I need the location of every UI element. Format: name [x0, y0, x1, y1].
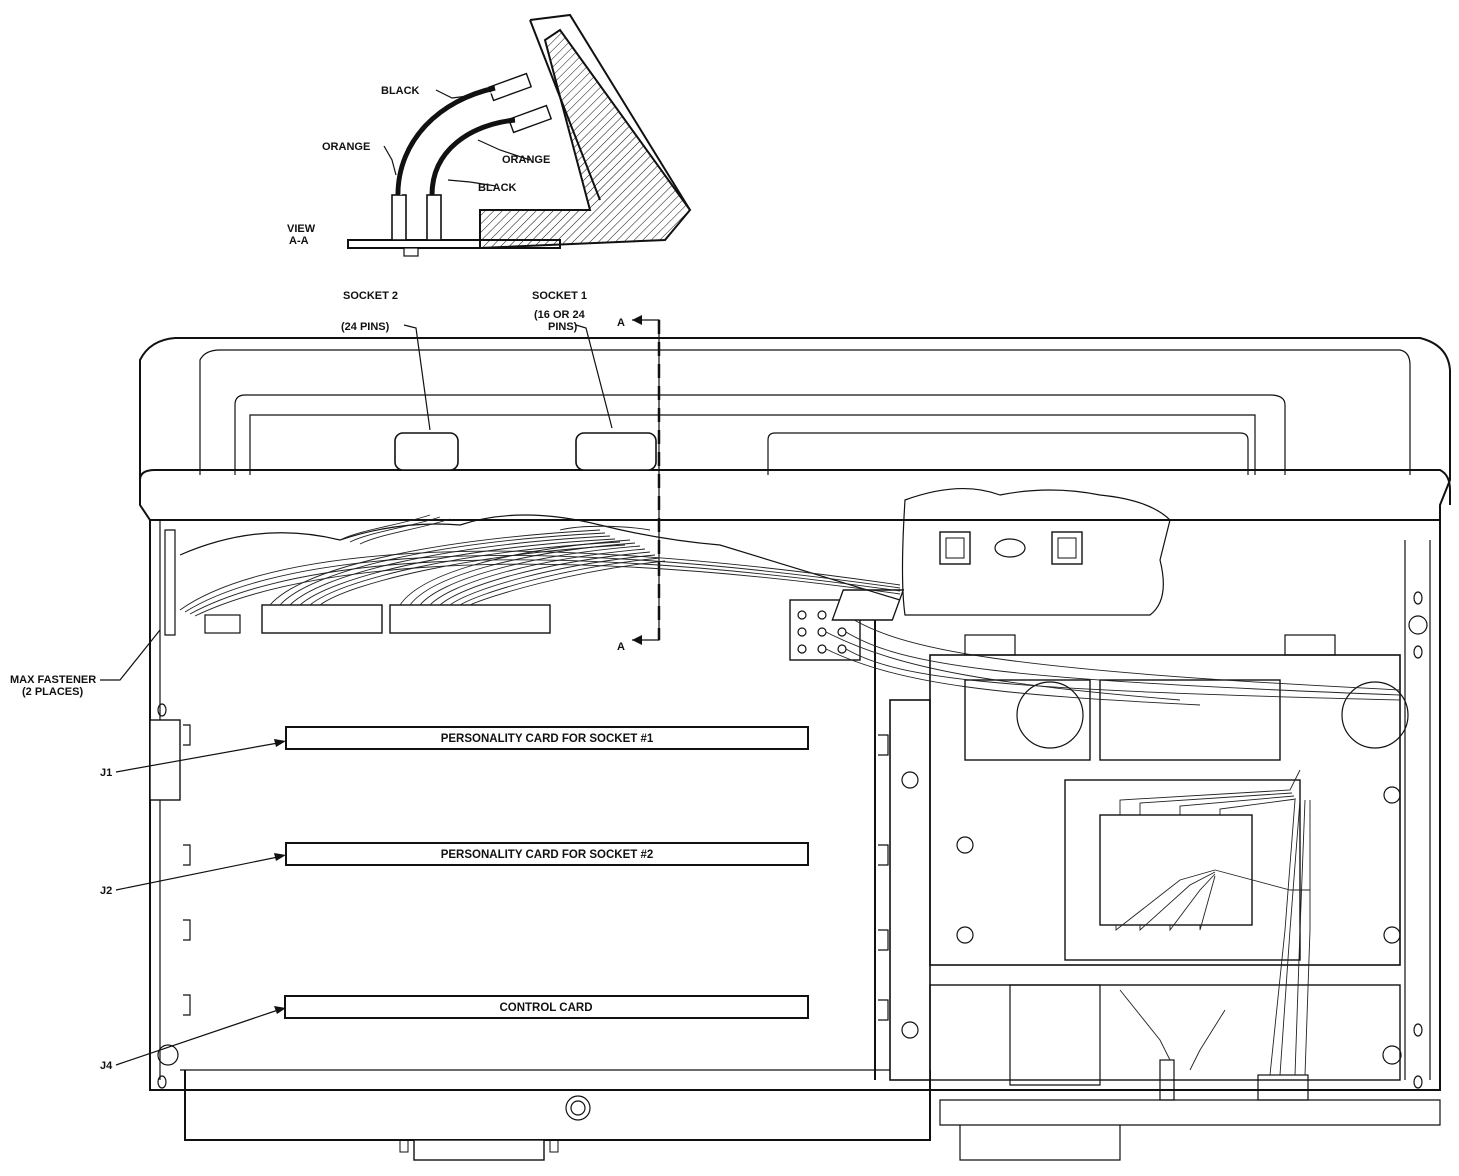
- card-slots: PERSONALITY CARD FOR SOCKET #1 PERSONALI…: [284, 726, 809, 1019]
- socket1-opening: [575, 432, 657, 471]
- section-marker-top: A: [617, 317, 625, 329]
- card1-label: PERSONALITY CARD FOR SOCKET #1: [441, 733, 654, 745]
- socket-labels: SOCKET 2 (24 PINS) SOCKET 1 (16 OR 24 PI…: [341, 290, 613, 431]
- chassis-body: [139, 337, 1451, 1161]
- view-title-line1: VIEW: [287, 223, 316, 235]
- j2-label: J2: [100, 885, 112, 897]
- j4-label: J4: [100, 1060, 113, 1072]
- connector-labels: J1 J2 J4 MAX FASTENER (2 PLACES): [10, 629, 286, 1072]
- socket1-pins-line1: (16 OR 24: [534, 309, 586, 321]
- label-orange-left: ORANGE: [322, 141, 370, 153]
- socket2-opening: [394, 432, 459, 471]
- socket2-pins: (24 PINS): [341, 321, 390, 333]
- card2-label: PERSONALITY CARD FOR SOCKET #2: [441, 849, 654, 861]
- j1-label: J1: [100, 767, 112, 779]
- max-fastener-line2: (2 PLACES): [22, 686, 83, 698]
- personality-card-socket2: [285, 842, 809, 866]
- socket2-label: SOCKET 2: [343, 290, 398, 302]
- label-black-top: BLACK: [381, 85, 420, 97]
- wire-harness: [179, 514, 901, 617]
- card3-label: CONTROL CARD: [499, 1002, 592, 1014]
- personality-card-socket1: [285, 726, 809, 750]
- label-black-bottom: BLACK: [478, 182, 517, 194]
- label-orange-right: ORANGE: [502, 154, 550, 166]
- socket1-label: SOCKET 1: [532, 290, 587, 302]
- max-fastener-line1: MAX FASTENER: [10, 674, 96, 686]
- socket1-pins-line2: PINS): [548, 321, 578, 333]
- view-title-line2: A-A: [289, 235, 309, 247]
- section-marker: A A: [617, 315, 661, 653]
- view-a-a-inset: BLACK ORANGE ORANGE BLACK VIEW A-A: [287, 13, 692, 257]
- section-marker-bottom: A: [617, 641, 625, 653]
- control-card: [284, 995, 809, 1019]
